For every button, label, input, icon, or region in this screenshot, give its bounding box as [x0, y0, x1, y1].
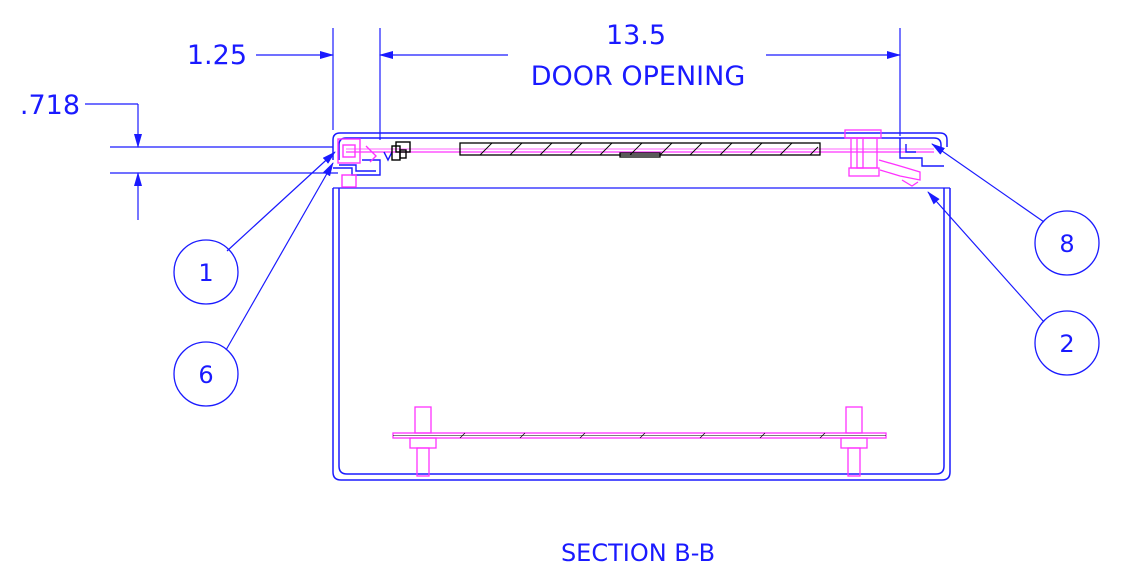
enclosure-body	[332, 187, 951, 481]
balloon-6: 6	[173, 162, 334, 407]
section-title: SECTION B-B	[561, 539, 715, 567]
dim-gasket-depth	[85, 103, 338, 220]
door-panel	[332, 132, 948, 160]
balloon-8-label: 8	[1059, 230, 1074, 258]
dim-opening-width	[379, 28, 901, 136]
balloon-2-label: 2	[1059, 330, 1074, 358]
balloon-1: 1	[173, 151, 336, 305]
right-clamp	[844, 129, 921, 187]
window-hatch	[479, 142, 819, 156]
left-hinge	[333, 138, 393, 188]
latch-part	[391, 141, 411, 161]
balloon-2: 2	[927, 191, 1100, 376]
balloon-8: 8	[931, 143, 1100, 276]
right-stud	[840, 406, 868, 477]
left-stud	[409, 406, 437, 477]
right-flange	[899, 138, 944, 167]
dim-opening-value: 13.5	[606, 20, 666, 51]
balloon-6-label: 6	[198, 361, 213, 389]
dim-gasket-depth-label: .718	[20, 90, 80, 121]
mounting-plate	[392, 432, 887, 439]
dim-opening-label: DOOR OPENING	[531, 61, 746, 92]
balloon-1-label: 1	[198, 259, 213, 287]
dim-flange-width	[256, 28, 381, 140]
dim-flange-width-label: 1.25	[187, 40, 247, 71]
plate-hatch	[459, 432, 826, 439]
